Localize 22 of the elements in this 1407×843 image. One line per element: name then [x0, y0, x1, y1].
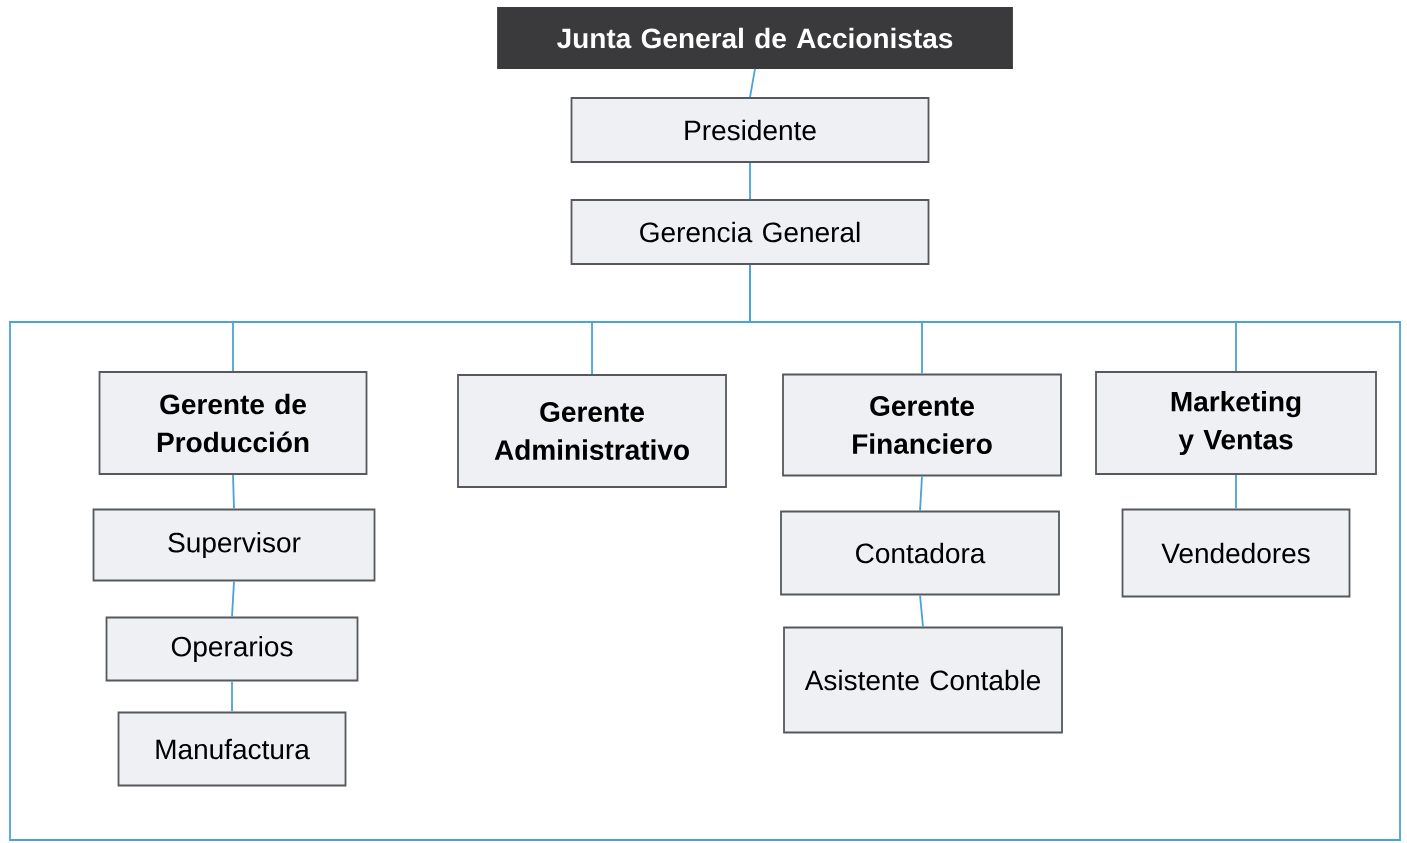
role-box: Vendedores [1121, 508, 1351, 598]
manager-box: Gerente de Producción [98, 371, 368, 475]
connector-line [749, 264, 1237, 372]
manager-box: Gerente Administrativo [457, 374, 727, 488]
connector-line [919, 475, 923, 512]
connector-line [749, 68, 756, 98]
manager-box: Marketing y Ventas [1095, 371, 1377, 475]
connector-line [1235, 474, 1237, 510]
role-box: Contadora [780, 510, 1060, 596]
manager-box: Gerente Financiero [782, 373, 1062, 477]
connector-line [919, 594, 924, 628]
role-box: Supervisor [92, 508, 376, 582]
role-box: Operarios [105, 616, 359, 682]
role-box: Manufactura [117, 711, 347, 787]
title-box: Junta General de Accionistas [497, 7, 1013, 69]
role-box: Presidente [570, 97, 930, 163]
connector-line [231, 580, 235, 618]
connector-line [749, 162, 751, 200]
connector-line [232, 474, 235, 510]
role-box: Gerencia General [570, 199, 930, 265]
connector-line [231, 680, 233, 713]
role-box: Asistente Contable [783, 626, 1063, 734]
